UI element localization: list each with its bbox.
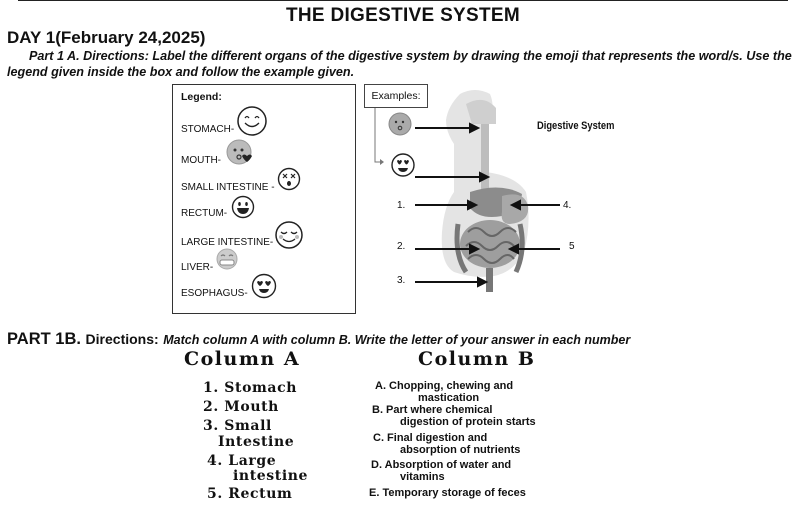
column-a-heading: Column A xyxy=(184,348,301,370)
legend-label: SMALL INTESTINE - xyxy=(181,182,275,193)
column-b-item: D. Absorption of water and xyxy=(371,459,512,471)
smiling-face-icon xyxy=(237,106,267,136)
page-title: THE DIGESTIVE SYSTEM xyxy=(285,5,521,26)
dizzy-face-icon xyxy=(277,167,301,191)
part1b-heading-line: PART 1B. Directions: Match column A with… xyxy=(7,330,630,349)
column-a-item: Intestine xyxy=(218,434,295,450)
legend-item-small-intestine: SMALL INTESTINE - xyxy=(181,182,275,193)
legend-item-liver: LIVER- xyxy=(181,262,213,273)
column-a-item: 1. Stomach xyxy=(203,380,297,396)
legend-label: LARGE INTESTINE- xyxy=(181,237,274,248)
column-b-item: mastication xyxy=(418,392,480,404)
column-b-item: absorption of nutrients xyxy=(400,444,521,456)
column-a-item: 2. Mouth xyxy=(203,399,279,415)
diagram-number-2: 2. xyxy=(397,241,406,252)
legend-item-large-intestine: LARGE INTESTINE- xyxy=(181,237,273,248)
relieved-face-icon xyxy=(275,221,303,249)
part1b-heading: PART 1B. xyxy=(7,330,81,348)
column-b-heading: Column B xyxy=(418,348,536,370)
column-a-item: 3. Small xyxy=(203,418,272,434)
legend-label: RECTUM- xyxy=(181,208,228,219)
column-b-item: A. Chopping, chewing and xyxy=(375,380,514,392)
column-a-item: 5. Rectum xyxy=(207,486,293,502)
legend-title: Legend: xyxy=(181,91,222,103)
column-b-item: digestion of protein starts xyxy=(400,416,536,428)
column-b-item: C. Final digestion and xyxy=(373,432,488,444)
examples-label: Examples: xyxy=(364,84,428,108)
diagram-number-5: 5 xyxy=(569,241,575,252)
legend-item-rectum: RECTUM- xyxy=(181,208,227,219)
part1b-directions-label: Directions: xyxy=(85,331,159,347)
legend-box: Legend: STOMACH- MOUTH- SMALL INTESTINE … xyxy=(172,84,356,314)
legend-item-stomach: STOMACH- xyxy=(181,124,234,135)
part1b-directions: Match column A with column B. Write the … xyxy=(163,333,631,347)
column-b-item: B. Part where chemical xyxy=(372,404,493,416)
legend-label: STOMACH- xyxy=(181,124,235,135)
top-rule xyxy=(18,0,788,3)
legend-label: ESOPHAGUS- xyxy=(181,288,248,299)
column-a-item: 4. Large xyxy=(207,453,277,469)
heart-eyes-face-icon xyxy=(251,273,277,299)
diagram-title: Digestive System xyxy=(537,120,615,132)
column-b-item: E. Temporary storage of feces xyxy=(369,487,526,499)
kissing-face-icon xyxy=(226,139,252,165)
diagram-number-3: 3. xyxy=(397,275,406,286)
part1a-directions: Part 1 A. Directions: Label the differen… xyxy=(7,49,792,79)
legend-label: MOUTH- xyxy=(181,155,221,166)
diagram-number-1: 1. xyxy=(397,200,406,211)
digestive-system-illustration xyxy=(374,90,560,292)
legend-item-esophagus: ESOPHAGUS- xyxy=(181,288,248,299)
column-a-item: intestine xyxy=(233,468,309,484)
column-b-item: vitamins xyxy=(400,471,445,483)
diagram-number-4: 4. xyxy=(563,200,572,211)
legend-label: LIVER- xyxy=(181,262,214,273)
grinning-face-icon xyxy=(231,195,255,219)
day-heading: DAY 1(February 24,2025) xyxy=(7,28,206,47)
legend-item-mouth: MOUTH- xyxy=(181,155,221,166)
grimacing-face-icon xyxy=(216,248,238,270)
